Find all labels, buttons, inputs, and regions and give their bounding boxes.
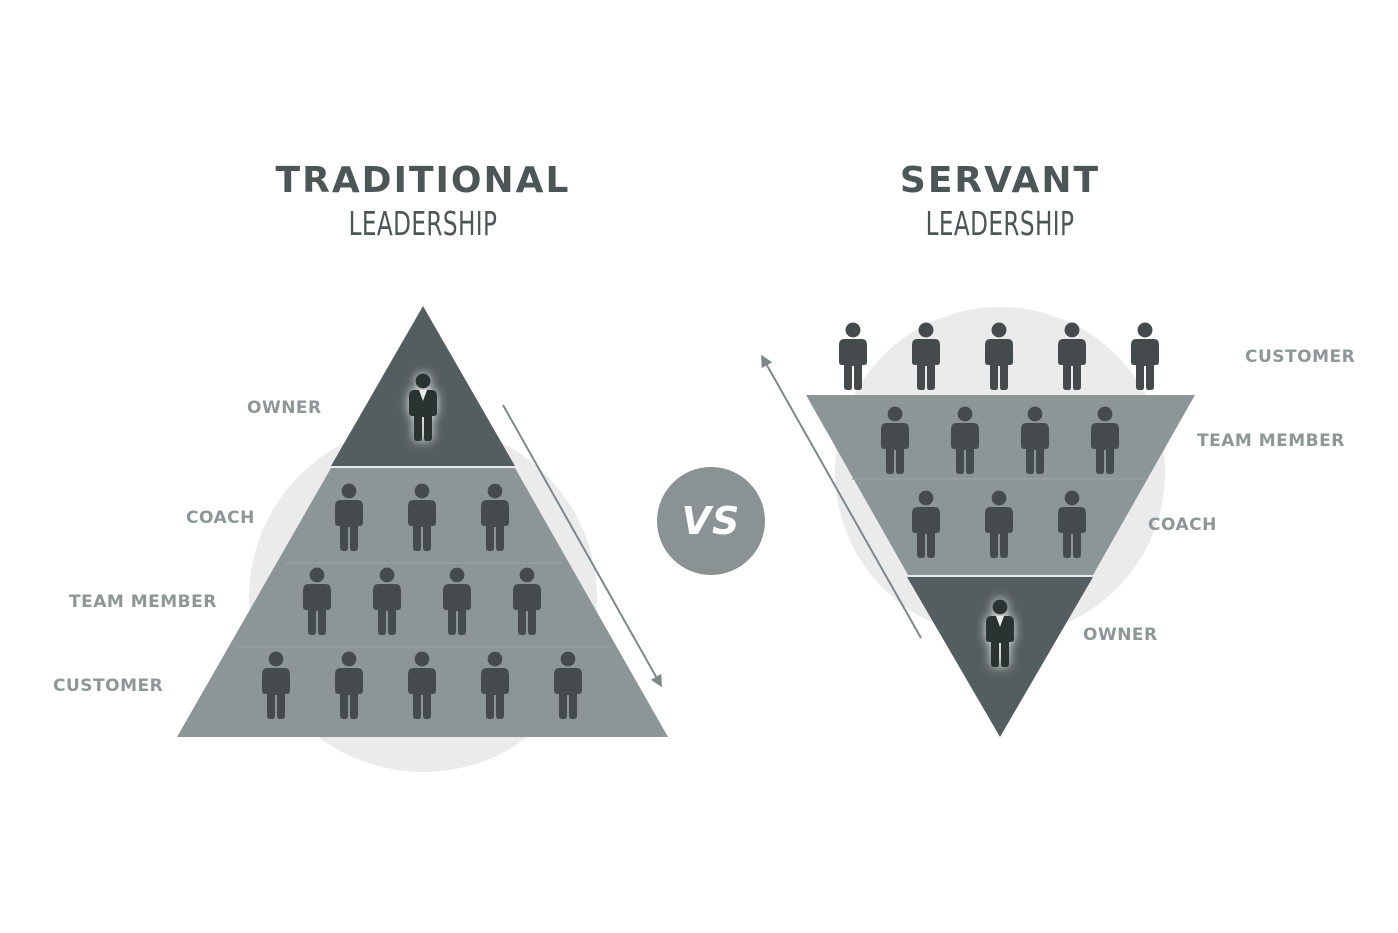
traditional-label-owner: OWNER [247, 398, 322, 418]
servant-title: SERVANT [899, 160, 1101, 201]
traditional-pyramid-body [177, 468, 668, 737]
owner-person-icon [409, 373, 437, 441]
servant-label-team-member: TEAM MEMBER [1197, 431, 1345, 451]
servant-label-customer: CUSTOMER [1245, 347, 1356, 367]
traditional-label-coach: COACH [186, 508, 255, 528]
traditional-title-block: TRADITIONAL LEADERSHIP [213, 160, 633, 246]
traditional-people-group [262, 373, 582, 719]
owner-person-icon [986, 599, 1014, 667]
vs-label: VS [681, 499, 741, 543]
servant-direction-arrow [761, 354, 922, 639]
traditional-subtitle: LEADERSHIP [348, 204, 498, 243]
traditional-label-customer: CUSTOMER [53, 676, 164, 696]
vs-badge: VS [657, 467, 765, 575]
traditional-title: TRADITIONAL [275, 160, 571, 201]
servant-pyramid [761, 307, 1195, 737]
servant-label-owner: OWNER [1083, 625, 1158, 645]
customer-person-icon [839, 322, 867, 390]
servant-title-block: SERVANT LEADERSHIP [790, 160, 1210, 246]
servant-people-group [839, 322, 1159, 667]
traditional-label-team-member: TEAM MEMBER [69, 592, 217, 612]
traditional-direction-arrow [502, 404, 662, 688]
servant-subtitle: LEADERSHIP [925, 204, 1075, 243]
servant-pyramid-apex [907, 577, 1093, 737]
traditional-pyramid [177, 306, 668, 772]
servant-label-coach: COACH [1148, 515, 1217, 535]
